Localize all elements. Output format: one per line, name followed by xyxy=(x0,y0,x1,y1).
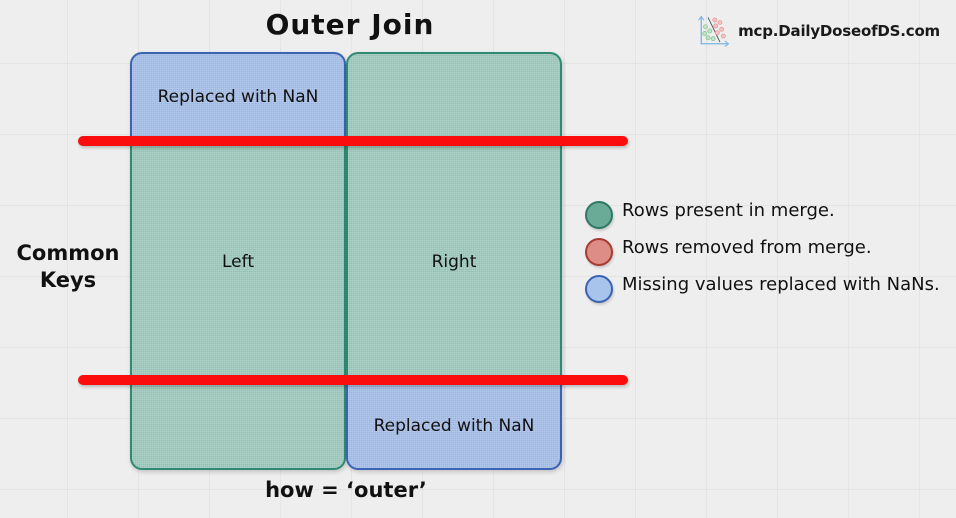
legend-label-removed: Rows removed from merge. xyxy=(622,237,872,258)
legend-label-present: Rows present in merge. xyxy=(622,200,835,221)
common-keys-line-2: Keys xyxy=(39,268,97,293)
cut-line-bottom xyxy=(78,375,628,385)
right-bottom-nan-segment: Replaced with NaN xyxy=(346,385,562,470)
legend-swatch-blue-icon xyxy=(585,275,613,303)
legend-item-missing: Missing values replaced with NaNs. xyxy=(585,274,951,303)
right-middle-segment: Right xyxy=(346,141,562,385)
common-keys-label: Common Keys xyxy=(6,240,130,295)
scatter-plot-icon xyxy=(698,15,730,47)
legend-label-missing: Missing values replaced with NaNs. xyxy=(622,274,940,295)
left-table-column: Replaced with NaN Left xyxy=(130,52,346,470)
legend-swatch-red-icon xyxy=(585,238,613,266)
left-bottom-segment xyxy=(130,385,346,470)
left-top-nan-segment: Replaced with NaN xyxy=(130,52,346,141)
cut-line-top xyxy=(78,136,628,146)
how-parameter-caption: how = ‘outer’ xyxy=(265,478,427,502)
right-table-column: Right Replaced with NaN xyxy=(346,52,562,470)
legend: Rows present in merge. Rows removed from… xyxy=(585,200,951,311)
legend-swatch-green-icon xyxy=(585,201,613,229)
brand-text: mcp.DailyDoseofDS.com xyxy=(738,22,940,40)
brand-watermark: mcp.DailyDoseofDS.com xyxy=(697,14,940,48)
left-middle-segment: Left xyxy=(130,141,346,385)
right-top-segment xyxy=(346,52,562,141)
page-title: Outer Join xyxy=(265,8,435,41)
legend-item-removed: Rows removed from merge. xyxy=(585,237,951,266)
common-keys-line-1: Common xyxy=(16,241,120,265)
legend-item-present: Rows present in merge. xyxy=(585,200,951,229)
